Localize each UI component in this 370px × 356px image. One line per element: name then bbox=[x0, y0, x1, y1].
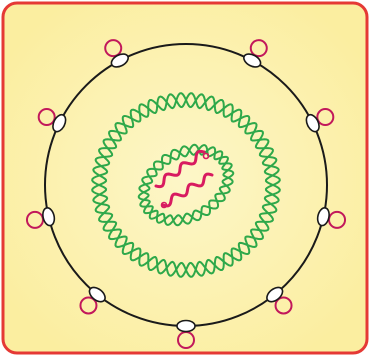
anchor-oval bbox=[177, 321, 195, 332]
diagram-panel bbox=[3, 3, 367, 353]
